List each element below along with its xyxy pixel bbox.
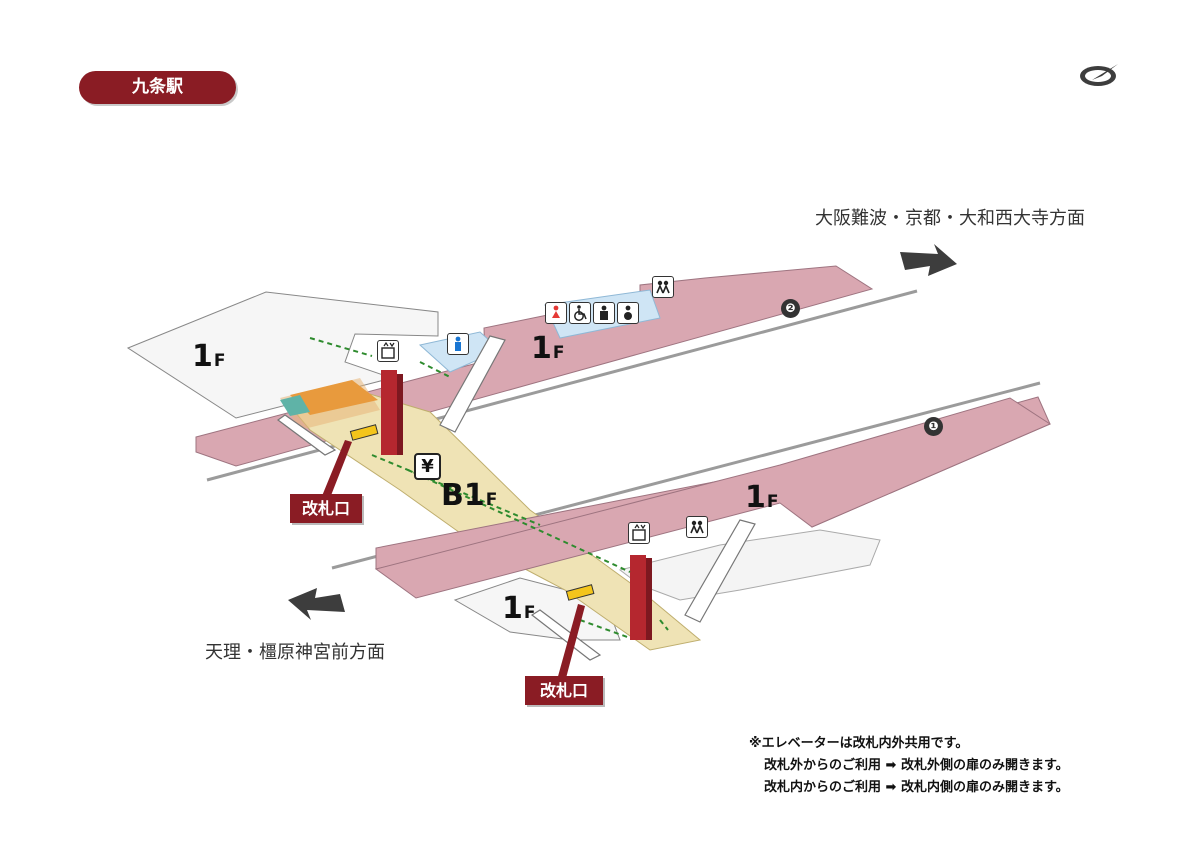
elevator-notes: ※エレベーターは改札内外共用です。 改札外からのご利用 ➡ 改札外側の扉のみ開き… (749, 733, 1069, 799)
teal-area (280, 395, 310, 416)
note-line: ※エレベーターは改札内外共用です。 (749, 736, 969, 751)
ticket-gate-b (565, 584, 595, 601)
ticket-gate-a (349, 424, 379, 441)
wheelchair-icon (569, 302, 591, 324)
elevator-shaft-lower-side (646, 558, 652, 640)
stairs-lower-left (530, 609, 602, 661)
platform-lower-body (374, 397, 1052, 599)
orange-area (290, 380, 378, 415)
baby-care-icon (617, 302, 639, 324)
gate-pointer-a (322, 440, 352, 498)
ticket-gate-label-a: 改札口 (290, 494, 362, 523)
direction-label-northeast: 大阪難波・京都・大和西大寺方面 (815, 208, 1085, 229)
gate-pointer-b (557, 604, 585, 682)
note-line: 改札外からのご利用 ➡ 改札外側の扉のみ開きます。 (764, 758, 1069, 773)
elevator-icon (628, 522, 650, 544)
direction-arrow-northeast (900, 244, 957, 276)
ticket-machine-yen-icon: ¥ (414, 453, 441, 480)
floor-label-upper-right: 1F (531, 331, 565, 366)
floor-label-concourse: B1F (441, 478, 498, 513)
compass-icon (1080, 64, 1118, 86)
floor-label-upper-left: 1F (192, 339, 226, 374)
ground-lower-right (618, 529, 881, 601)
track-number-2: ❷ (781, 299, 800, 318)
track-number-1: ❶ (924, 417, 943, 436)
nursing-room-icon (686, 516, 708, 538)
elevator-shaft-upper-side (397, 374, 403, 455)
note-line: 改札内からのご利用 ➡ 改札内側の扉のみ開きます。 (764, 780, 1069, 795)
ticket-gate-label-b: 改札口 (525, 676, 603, 705)
floor-label-lower-right: 1F (745, 480, 779, 515)
floor-label-lower-left: 1F (502, 591, 536, 626)
route-paths (309, 337, 669, 639)
stairs-upper (439, 335, 506, 433)
ostomate-icon (593, 302, 615, 324)
restroom-female-icon (545, 302, 567, 324)
elevator-icon (377, 340, 399, 362)
elevator-shaft-lower (630, 555, 646, 640)
direction-label-southwest: 天理・橿原神宮前方面 (205, 642, 385, 663)
station-name-badge: 九条駅 (79, 71, 236, 104)
direction-arrow-southwest (288, 588, 345, 620)
nursing-room-icon (652, 276, 674, 298)
restroom-male-icon (447, 333, 469, 355)
stairs-lower (684, 519, 756, 623)
stairs-left (276, 414, 337, 456)
elevator-shaft-upper (381, 370, 397, 455)
